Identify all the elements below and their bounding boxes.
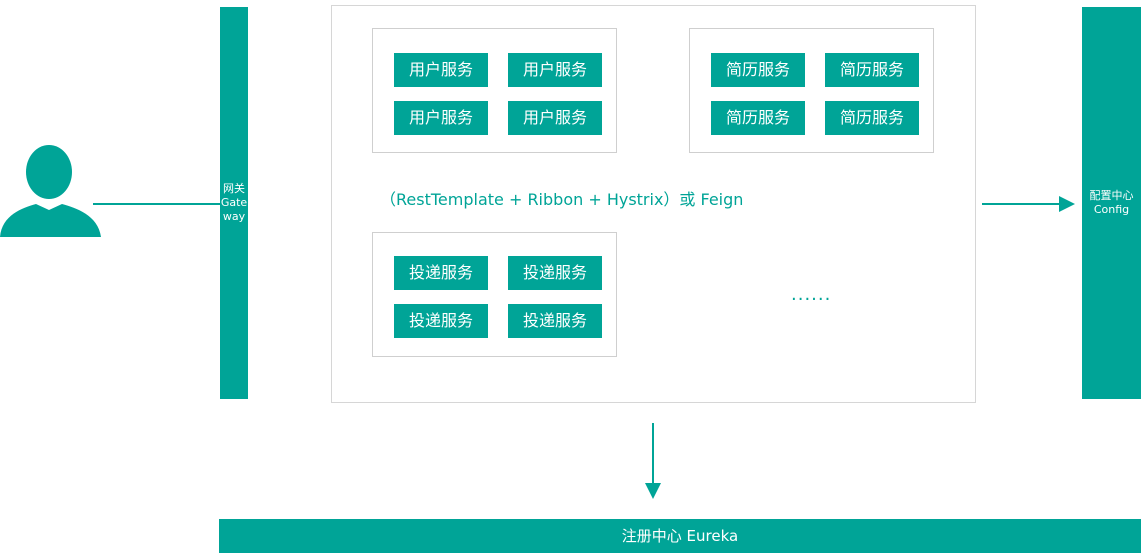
- delivery-service-box: 投递服务: [508, 256, 602, 290]
- gateway-label-line1: 网关: [223, 182, 245, 195]
- gateway-bar: 网关 Gate way: [220, 7, 248, 399]
- registry-bar: 注册中心 Eureka: [219, 519, 1141, 553]
- service-call-methods-label: （RestTemplate + Ribbon + Hystrix）或 Feign: [380, 190, 744, 209]
- resume-service-box: 简历服务: [825, 53, 919, 87]
- user-service-box: 用户服务: [394, 53, 488, 87]
- user-service-box: 用户服务: [508, 101, 602, 135]
- config-label-line1: 配置中心: [1089, 189, 1134, 202]
- more-services-ellipsis: ......: [791, 284, 832, 305]
- delivery-service-box: 投递服务: [394, 256, 488, 290]
- resume-service-box: 简历服务: [825, 101, 919, 135]
- delivery-service-group: 投递服务 投递服务 投递服务 投递服务: [372, 232, 617, 357]
- user-service-box: 用户服务: [508, 53, 602, 87]
- config-label-line2: Config: [1093, 203, 1130, 216]
- delivery-service-box: 投递服务: [394, 304, 488, 338]
- user-silhouette-icon: [0, 145, 101, 237]
- gateway-label-line2: Gate: [220, 196, 248, 209]
- user-service-box: 用户服务: [394, 101, 488, 135]
- resume-service-group: 简历服务 简历服务 简历服务 简历服务: [689, 28, 934, 153]
- config-center-bar: 配置中心 Config: [1082, 7, 1141, 399]
- delivery-service-box: 投递服务: [508, 304, 602, 338]
- gateway-label-line3: way: [222, 210, 246, 223]
- user-service-group: 用户服务 用户服务 用户服务 用户服务: [372, 28, 617, 153]
- resume-service-box: 简历服务: [711, 53, 805, 87]
- resume-service-box: 简历服务: [711, 101, 805, 135]
